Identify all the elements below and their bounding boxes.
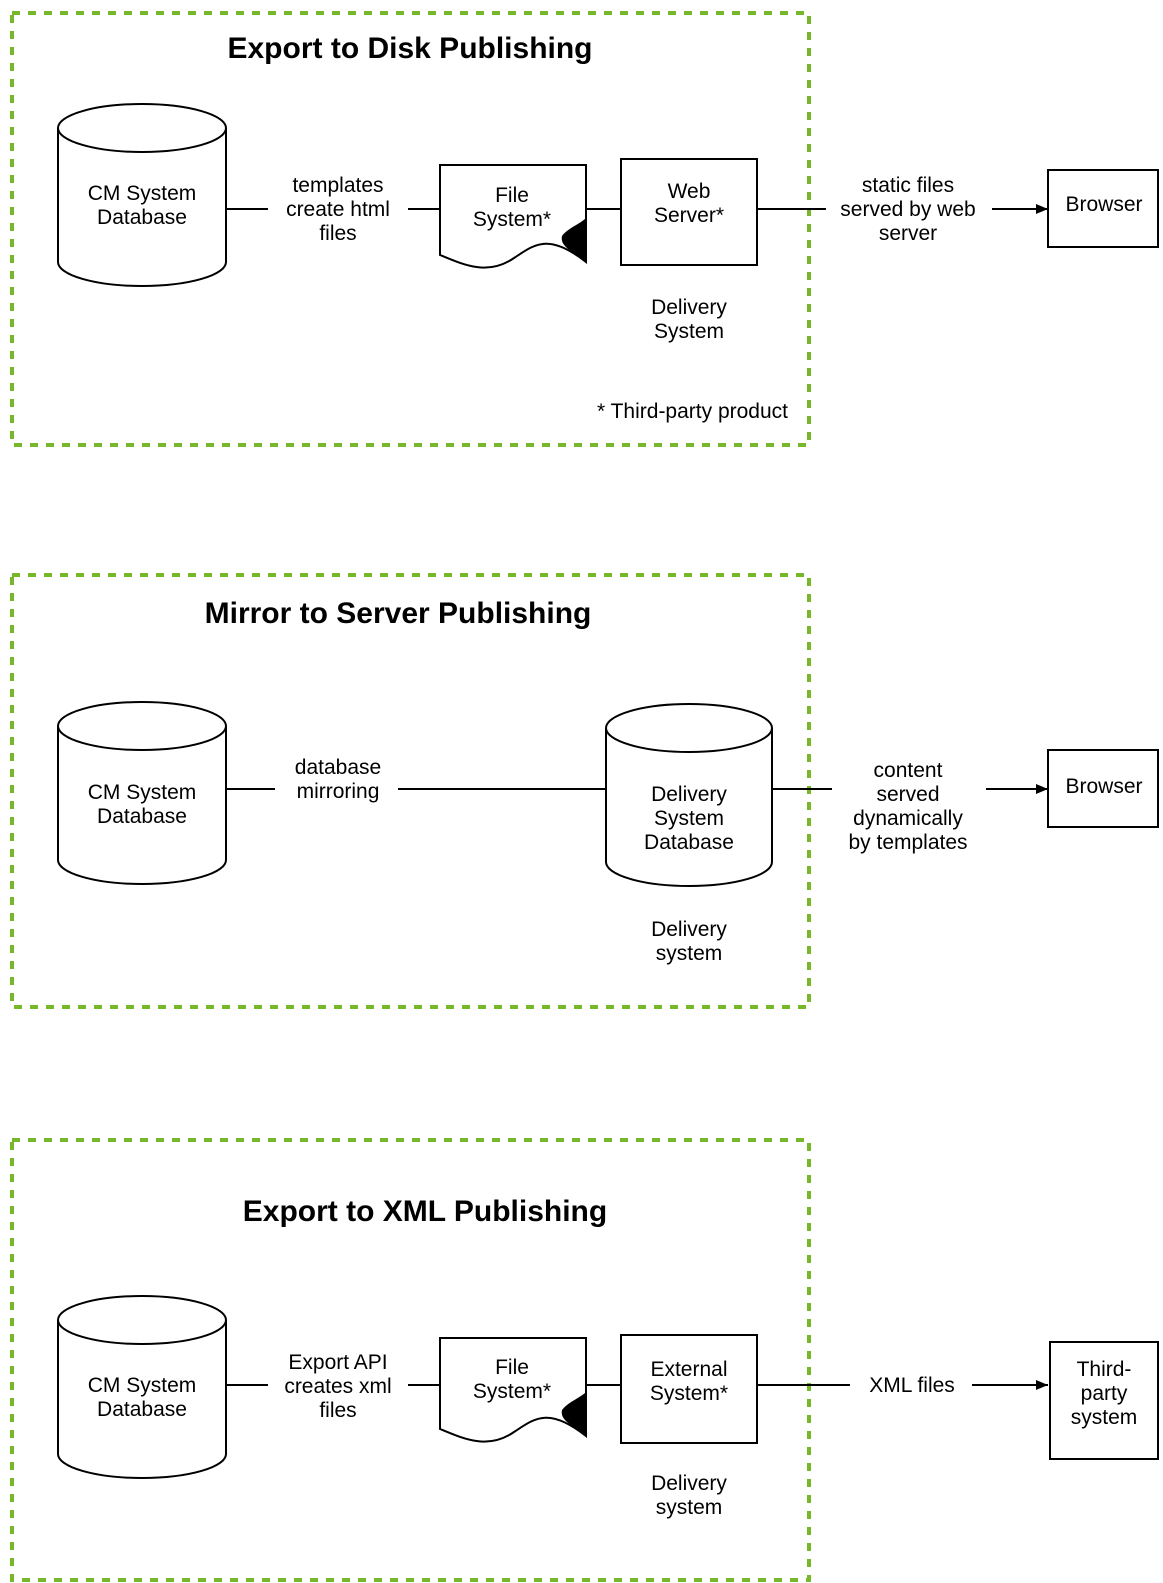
svg-text:External: External	[650, 1358, 727, 1381]
svg-text:System*: System*	[473, 1380, 551, 1403]
svg-text:Database: Database	[97, 805, 187, 828]
connector-label: Export API creates xml files	[284, 1351, 391, 1422]
file-system-document: File System*	[439, 1337, 587, 1443]
section-mirror-to-server: Mirror to Server Publishing CM System Da…	[10, 573, 1159, 1009]
external-system-box: External System*	[620, 1334, 758, 1444]
output-label: static files served by web server	[840, 174, 975, 245]
svg-text:CM System: CM System	[88, 781, 197, 804]
output-label: content served dynamically by templates	[848, 759, 967, 854]
svg-text:mirroring: mirroring	[297, 780, 380, 803]
cm-system-database: CM System Database	[57, 701, 227, 885]
delivery-system-label: Delivery system	[651, 1472, 727, 1519]
svg-text:static files: static files	[862, 174, 954, 197]
svg-text:File: File	[495, 1356, 529, 1379]
footnote: * Third-party product	[597, 400, 788, 423]
svg-text:Delivery: Delivery	[651, 918, 727, 941]
section-frame	[10, 11, 811, 447]
svg-text:Web: Web	[668, 180, 711, 203]
section-export-to-disk: Export to Disk Publishing CM System Data…	[10, 11, 1159, 447]
svg-text:system: system	[656, 1496, 723, 1519]
svg-text:content: content	[874, 759, 943, 782]
svg-text:File: File	[495, 184, 529, 207]
svg-text:served: served	[876, 783, 939, 806]
section-export-to-xml: Export to XML Publishing CM System Datab…	[10, 1138, 1159, 1582]
svg-text:served by web: served by web	[840, 198, 975, 221]
section-frame	[10, 1138, 811, 1582]
connector-label: templates create html files	[286, 174, 390, 245]
svg-text:System*: System*	[650, 1382, 728, 1405]
section-frame	[10, 573, 811, 1009]
svg-text:Browser: Browser	[1065, 775, 1142, 798]
svg-text:Delivery: Delivery	[651, 783, 727, 806]
svg-text:dynamically: dynamically	[853, 807, 963, 830]
delivery-system-database: Delivery System Database	[605, 703, 773, 887]
browser-box: Browser	[1047, 169, 1159, 248]
svg-text:party: party	[1081, 1382, 1128, 1405]
svg-text:database: database	[295, 756, 381, 779]
svg-text:creates xml: creates xml	[284, 1375, 391, 1398]
svg-text:Third-: Third-	[1077, 1358, 1132, 1381]
file-system-document: File System*	[439, 164, 587, 269]
svg-text:Server*: Server*	[654, 204, 724, 227]
svg-text:CM System: CM System	[88, 1374, 197, 1397]
connector-label: database mirroring	[295, 756, 381, 803]
third-party-system-box: Third- party system	[1049, 1341, 1159, 1460]
svg-text:Export API: Export API	[288, 1351, 387, 1374]
svg-text:Delivery: Delivery	[651, 296, 727, 319]
delivery-system-label: Delivery System	[651, 296, 727, 343]
browser-box: Browser	[1047, 749, 1159, 828]
svg-text:create html: create html	[286, 198, 390, 221]
svg-text:System*: System*	[473, 208, 551, 231]
cm-system-database: CM System Database	[57, 1295, 227, 1479]
cm-system-database: CM System Database	[57, 103, 227, 287]
svg-text:Database: Database	[97, 206, 187, 229]
web-server-box: Web Server*	[620, 158, 758, 266]
svg-text:System: System	[654, 320, 724, 343]
svg-text:by templates: by templates	[848, 831, 967, 854]
svg-text:system: system	[1071, 1406, 1138, 1429]
svg-text:templates: templates	[292, 174, 383, 197]
output-label: XML files	[869, 1374, 955, 1397]
section-title: Mirror to Server Publishing	[205, 597, 592, 630]
section-title: Export to XML Publishing	[243, 1195, 607, 1228]
svg-text:System: System	[654, 807, 724, 830]
svg-text:Delivery: Delivery	[651, 1472, 727, 1495]
svg-text:system: system	[656, 942, 723, 965]
svg-text:Database: Database	[97, 1398, 187, 1421]
svg-text:Database: Database	[644, 831, 734, 854]
svg-text:server: server	[879, 222, 937, 245]
svg-text:files: files	[319, 1399, 356, 1422]
svg-text:CM System: CM System	[88, 182, 197, 205]
section-title: Export to Disk Publishing	[227, 32, 592, 65]
svg-text:Browser: Browser	[1065, 193, 1142, 216]
svg-text:files: files	[319, 222, 356, 245]
delivery-system-label: Delivery system	[651, 918, 727, 965]
